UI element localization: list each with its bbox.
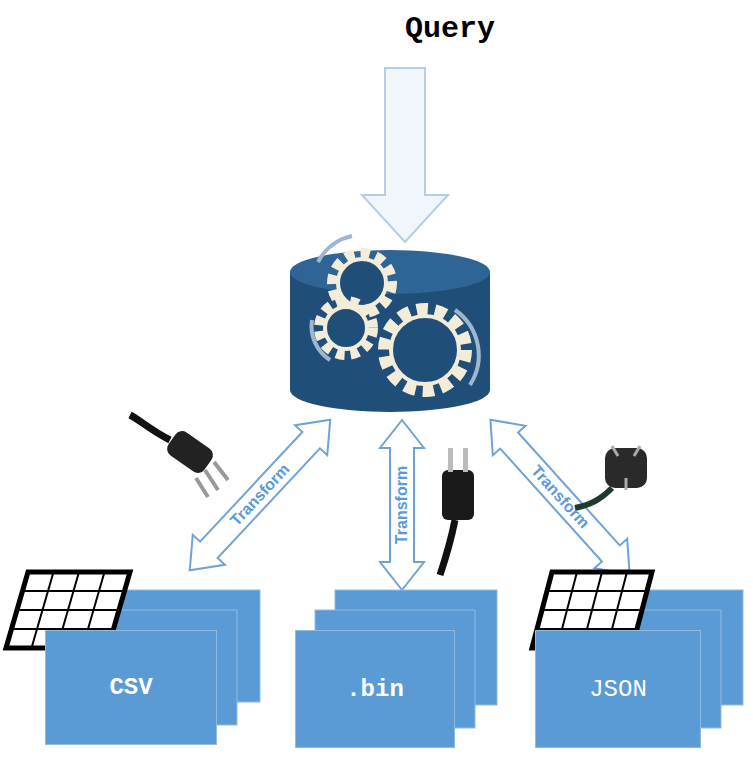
transform-arrow <box>474 405 646 589</box>
arrow-label: Transform <box>227 460 294 530</box>
arrow-label: Transform <box>527 462 593 532</box>
plug-icon <box>130 415 228 497</box>
file-box: JSON <box>535 630 701 748</box>
arrow-label: Transform <box>393 466 411 544</box>
query-arrow <box>362 68 448 242</box>
plug-icon <box>575 446 647 508</box>
plug-icon <box>440 448 474 575</box>
file-type-label: .bin <box>346 676 404 703</box>
transform-arrow <box>174 405 347 586</box>
diagram-title: Query <box>405 12 495 46</box>
database-cylinder <box>290 250 490 412</box>
file-type-label: CSV <box>109 674 152 701</box>
file-box: CSV <box>45 630 217 745</box>
file-type-label: JSON <box>589 676 647 703</box>
file-box: .bin <box>295 630 455 748</box>
gear-icons <box>312 236 479 390</box>
transform-arrow <box>380 420 424 590</box>
